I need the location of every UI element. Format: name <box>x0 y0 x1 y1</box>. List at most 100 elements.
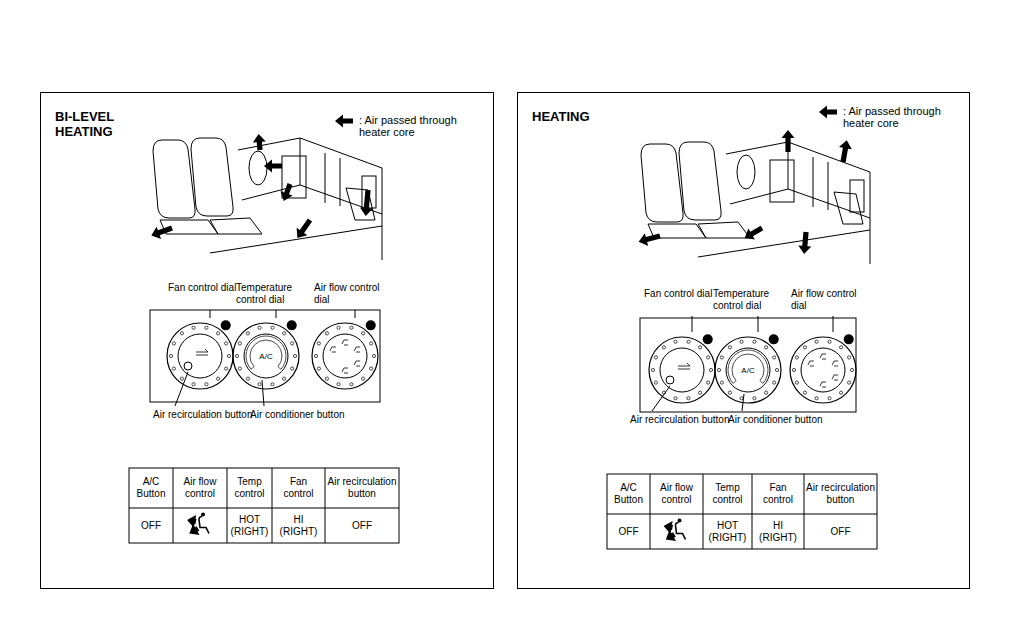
table-rule <box>173 468 174 543</box>
table-header: Temp control <box>703 474 752 514</box>
dial-notch <box>720 381 723 384</box>
dial-notch <box>291 342 294 345</box>
table-rule <box>325 468 326 543</box>
airflow-arrow <box>639 233 661 246</box>
mode-symbol <box>354 361 360 366</box>
airflow-mode-icon <box>664 519 686 542</box>
dial-notch <box>698 346 701 349</box>
dial-notch <box>764 346 767 349</box>
table-header: A/C Button <box>607 474 650 514</box>
dial-notch <box>773 381 776 384</box>
dial-notch <box>828 397 831 400</box>
head-symbol <box>678 519 682 523</box>
dial-notch <box>235 354 238 357</box>
dial-notch <box>238 367 241 370</box>
dial-notch <box>350 326 353 329</box>
control-dial <box>167 320 233 389</box>
dial-notch <box>803 346 806 349</box>
table-cell: OFF <box>129 508 173 543</box>
dial-notch <box>753 397 756 400</box>
interior-outline <box>346 188 375 220</box>
dial-notch <box>282 332 285 335</box>
dial-notch <box>205 383 208 386</box>
dial-notch <box>350 383 353 386</box>
dial-notch <box>314 354 317 357</box>
dial-notch <box>337 326 340 329</box>
dial-marking: A/C <box>734 363 762 377</box>
mode-symbol <box>354 347 360 352</box>
leader-line <box>355 310 356 318</box>
mode-symbol <box>820 354 826 359</box>
dial-notch <box>815 397 818 400</box>
dial-notch <box>317 367 320 370</box>
dial-notch <box>654 381 657 384</box>
dial-notch <box>698 391 701 394</box>
interior-outline <box>834 192 863 224</box>
interior-outline <box>300 138 301 185</box>
temperature-scale <box>728 350 768 383</box>
leader-line <box>652 386 670 411</box>
dial-indicator <box>221 320 231 330</box>
recirculation-button-symbol <box>184 362 192 370</box>
table-rule <box>227 468 228 543</box>
dial-notch <box>717 368 720 371</box>
dial-notch <box>205 326 208 329</box>
center-console <box>770 160 794 202</box>
dial-notch <box>258 326 261 329</box>
dial-knob <box>244 334 288 378</box>
control-dial <box>790 334 856 403</box>
legend-arrow <box>819 106 837 119</box>
dial-notch <box>850 368 853 371</box>
interior-outline <box>382 168 383 260</box>
table-rule <box>752 474 753 549</box>
dial-knob <box>660 348 704 392</box>
dial-indicator <box>844 334 854 344</box>
dial-label: Temperature control dial <box>236 282 320 306</box>
control-panel <box>150 310 380 402</box>
dial-notch <box>773 356 776 359</box>
mode-symbol <box>808 361 814 366</box>
car-interior <box>639 130 870 264</box>
panel-title: BI-LEVEL HEATING <box>55 109 135 139</box>
dial-indicator <box>366 320 376 330</box>
table-cell: OFF <box>804 514 877 549</box>
dial-notch <box>169 354 172 357</box>
dial-notch <box>740 340 743 343</box>
dial-marking: A/C <box>252 349 280 363</box>
dial-notch <box>707 381 710 384</box>
temperature-scale <box>246 336 286 369</box>
steering-wheel <box>737 155 755 189</box>
dial-notch <box>291 367 294 370</box>
dial-notch <box>740 397 743 400</box>
car-interior <box>151 134 382 260</box>
dial-notch <box>795 381 798 384</box>
dial-notch <box>282 377 285 380</box>
dial-notch <box>246 377 249 380</box>
panel-box: BI-LEVEL HEATING <box>40 92 494 589</box>
dial-label: Temperature control dial <box>713 288 797 312</box>
legend-text: : Air passed through heater core <box>843 105 961 129</box>
legend-text: : Air passed through heater core <box>359 114 477 138</box>
dial-notch <box>651 368 654 371</box>
table-rule <box>804 474 805 549</box>
dial-notch <box>238 342 241 345</box>
interior-outline <box>679 142 721 220</box>
seat-symbol <box>199 517 209 534</box>
dial-notch <box>361 377 364 380</box>
mode-symbol <box>342 340 348 345</box>
airflow-arrow <box>839 140 852 162</box>
side-vent <box>850 180 864 212</box>
dial-notch <box>775 368 778 371</box>
dial-notch <box>720 356 723 359</box>
interior-outline <box>191 138 233 216</box>
dial-notch <box>370 367 373 370</box>
dial-notch <box>192 326 195 329</box>
table-rule <box>703 474 704 549</box>
dial-notch <box>325 377 328 380</box>
mode-symbol <box>820 382 826 387</box>
table-cell: HI (RIGHT) <box>272 508 325 543</box>
leader-line <box>262 380 264 406</box>
dial-notch <box>795 356 798 359</box>
control-dial <box>233 320 299 389</box>
mode-symbol <box>342 368 348 373</box>
